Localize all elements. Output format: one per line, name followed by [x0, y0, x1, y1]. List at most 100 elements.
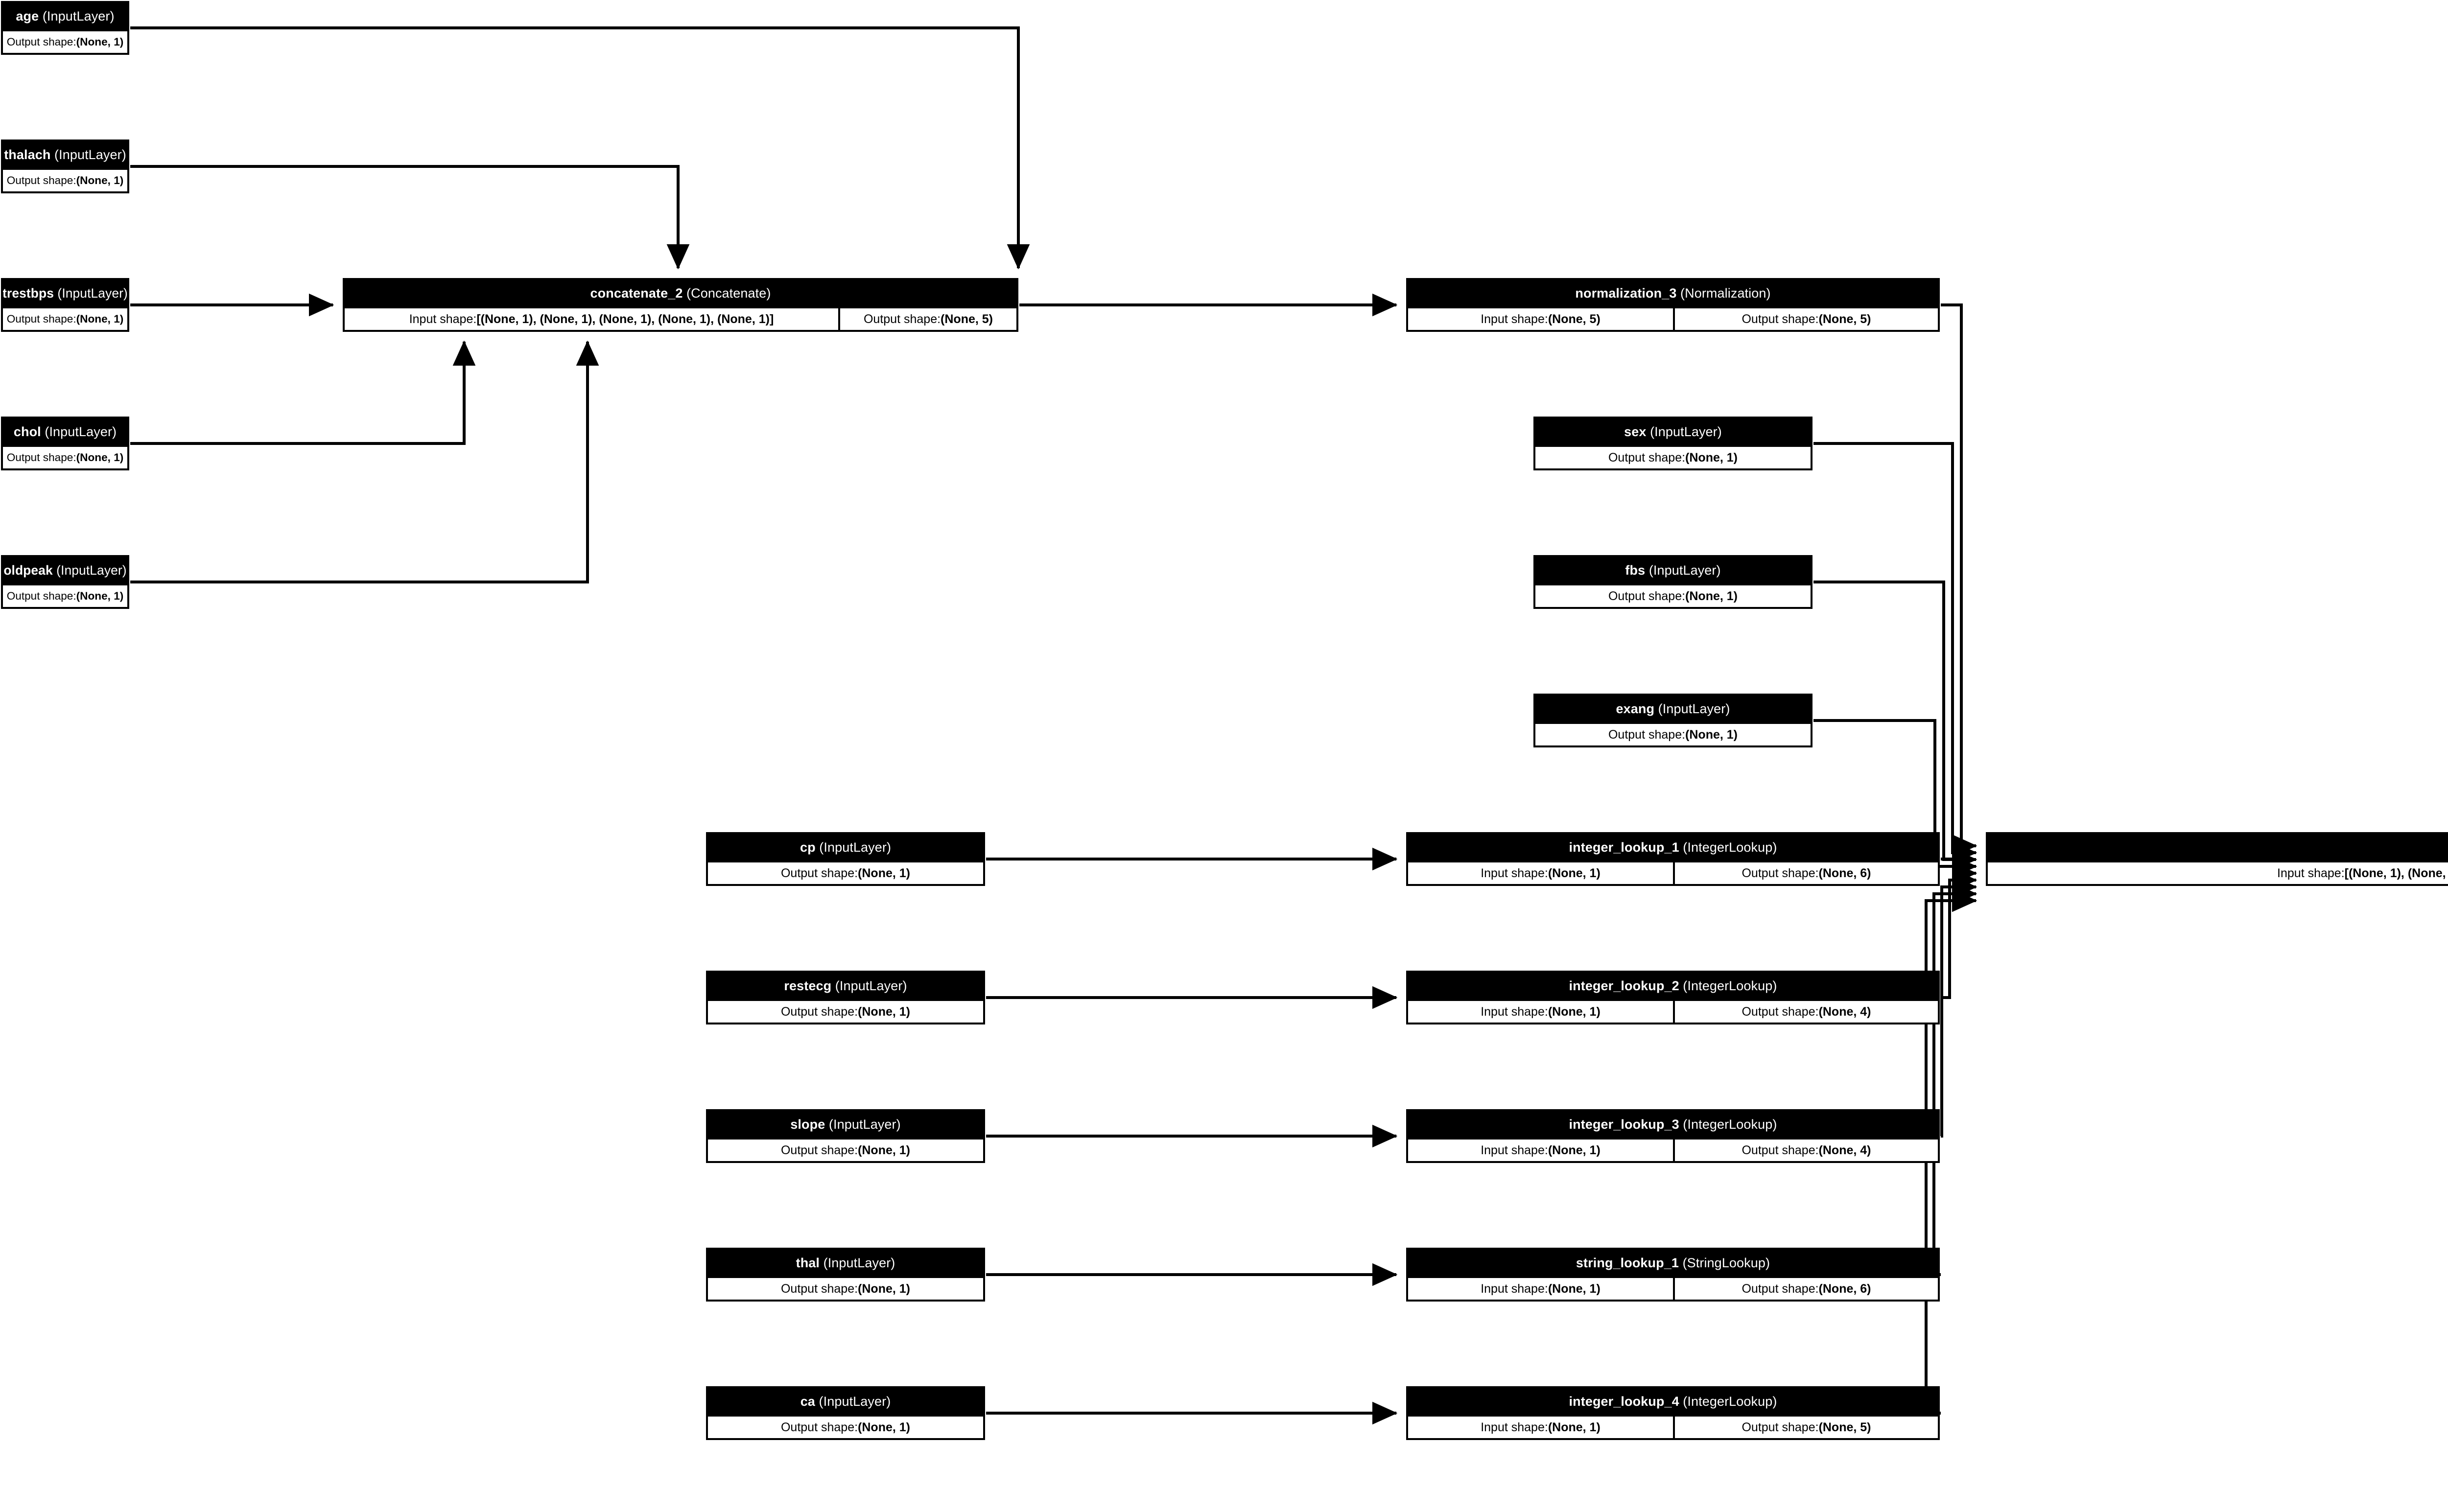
layer-node-cp[interactable]: cp (InputLayer) Output shape: (None, 1) [706, 832, 985, 886]
layer-node-slope[interactable]: slope (InputLayer) Output shape: (None, 1… [706, 1109, 985, 1163]
shape-label-prefix: Output shape: [1608, 727, 1686, 742]
layer-name-ca: ca [800, 1394, 815, 1409]
layer-node-thalach[interactable]: thalach (InputLayer)Output shape: (None,… [1, 140, 129, 193]
layer-type-thal: (InputLayer) [820, 1255, 895, 1270]
shape-label-prefix: Input shape: [1481, 312, 1548, 326]
layer-name-chol: chol [13, 424, 41, 439]
shape-value: (None, 1) [858, 866, 910, 880]
layer-title-fbs: fbs (InputLayer) [1535, 557, 1811, 583]
shape-label-prefix: Output shape: [6, 451, 76, 464]
layer-node-trestbps[interactable]: trestbps (InputLayer)Output shape: (None… [1, 278, 129, 332]
layer-input-shape-concatenate_2: Input shape: [(None, 1), (None, 1), (Non… [345, 308, 838, 330]
shape-value: (None, 1) [1548, 1004, 1601, 1019]
layer-title-integer_lookup_3: integer_lookup_3 (IntegerLookup) [1408, 1111, 1938, 1138]
layer-type-slope: (InputLayer) [825, 1117, 901, 1132]
layer-name-age: age [16, 8, 39, 23]
layer-type-sex: (InputLayer) [1646, 424, 1722, 439]
layer-name-trestbps: trestbps [3, 285, 54, 301]
layer-node-integer_lookup_4[interactable]: integer_lookup_4 (IntegerLookup)Input sh… [1406, 1386, 1940, 1440]
layer-shapes-concatenate_2: Input shape: [(None, 1), (None, 1), (Non… [345, 306, 1016, 330]
layer-type-string_lookup_1: (StringLookup) [1678, 1255, 1770, 1270]
shape-label-prefix: Output shape: [780, 1281, 858, 1296]
shape-value: (None, 1) [76, 36, 124, 48]
layer-output-shape-trestbps: Output shape: (None, 1) [3, 308, 127, 330]
layer-node-ca[interactable]: ca (InputLayer)Output shape: (None, 1) [706, 1386, 985, 1440]
layer-shapes-sex: Output shape: (None, 1) [1535, 445, 1811, 468]
layer-name-oldpeak: oldpeak [3, 562, 53, 578]
layer-type-oldpeak: (InputLayer) [52, 562, 127, 578]
layer-name-thal: thal [796, 1255, 820, 1270]
layer-node-integer_lookup_3[interactable]: integer_lookup_3 (IntegerLookup)Input sh… [1406, 1109, 1940, 1163]
shape-value: (None, 1) [1548, 866, 1601, 880]
layer-node-chol[interactable]: chol (InputLayer)Output shape: (None, 1) [1, 417, 129, 470]
edge-integer_lookup_3-to-concatenate_3 [1940, 875, 1977, 1138]
shape-value: (None, 1) [1685, 450, 1738, 465]
layer-node-thal[interactable]: thal (InputLayer) Output shape: (None, 1) [706, 1248, 985, 1302]
layer-node-restecg[interactable]: restecg (InputLayer)Output shape: (None,… [706, 971, 985, 1024]
edge-chol-to-concatenate_2 [130, 340, 476, 445]
layer-output-shape-age: Output shape: (None, 1) [3, 31, 127, 53]
shape-value: (None, 1) [76, 174, 124, 186]
layer-node-concatenate_2[interactable]: concatenate_2 (Concatenate)Input shape: … [343, 278, 1018, 332]
layer-node-fbs[interactable]: fbs (InputLayer)Output shape: (None, 1) [1533, 555, 1812, 609]
shape-value: [(None, 1), (None, 1), (None, 1), (None,… [476, 312, 774, 326]
shape-label-prefix: Output shape: [1608, 450, 1686, 465]
layer-name-fbs: fbs [1625, 562, 1646, 578]
layer-name-string_lookup_1: string_lookup_1 [1576, 1255, 1679, 1270]
layer-node-sex[interactable]: sex (InputLayer)Output shape: (None, 1) [1533, 417, 1812, 470]
layer-shapes-integer_lookup_2: Input shape: (None, 1) Output shape: (Non… [1408, 999, 1938, 1023]
layer-title-normalization_3: normalization_3 (Normalization) [1408, 280, 1938, 306]
layer-output-shape-chol: Output shape: (None, 1) [3, 447, 127, 468]
layer-node-normalization_3[interactable]: normalization_3 (Normalization) Input sha… [1406, 278, 1940, 332]
layer-type-concatenate_2: (Concatenate) [683, 285, 771, 301]
shape-label-prefix: Input shape: [2277, 866, 2345, 880]
edge-sex-to-concatenate_3 [1813, 442, 1977, 864]
layer-output-shape-ca: Output shape: (None, 1) [708, 1417, 983, 1438]
layer-input-shape-integer_lookup_3: Input shape: (None, 1) [1408, 1140, 1673, 1161]
layer-title-cp: cp (InputLayer) [708, 834, 983, 861]
layer-output-shape-integer_lookup_1: Output shape: (None, 6) [1673, 862, 1938, 884]
layer-shapes-slope: Output shape: (None, 1) [708, 1138, 983, 1161]
layer-name-integer_lookup_4: integer_lookup_4 [1569, 1394, 1679, 1409]
layer-output-shape-thal: Output shape: (None, 1) [708, 1278, 983, 1300]
shape-label-prefix: Output shape: [780, 866, 858, 880]
layer-output-shape-integer_lookup_3: Output shape: (None, 4) [1673, 1140, 1938, 1161]
shape-label-prefix: Output shape: [6, 36, 76, 48]
layer-name-cp: cp [800, 839, 816, 855]
layer-name-integer_lookup_1: integer_lookup_1 [1569, 839, 1679, 855]
layer-output-shape-restecg: Output shape: (None, 1) [708, 1001, 983, 1023]
shape-label-prefix: Input shape: [1481, 1004, 1548, 1019]
edge-integer_lookup_1-to-concatenate_3 [1941, 858, 1977, 885]
layer-shapes-chol: Output shape: (None, 1) [3, 445, 127, 468]
layer-name-slope: slope [790, 1117, 825, 1132]
layer-node-concatenate_3[interactable]: concatenate_3 (Concatenate)Input shape: … [1986, 832, 2448, 886]
layer-title-concatenate_2: concatenate_2 (Concatenate) [345, 280, 1016, 306]
layer-name-integer_lookup_2: integer_lookup_2 [1569, 978, 1679, 993]
layer-node-age[interactable]: age (InputLayer)Output shape: (None, 1) [1, 1, 129, 55]
layer-shapes-age: Output shape: (None, 1) [3, 29, 127, 53]
layer-shapes-oldpeak: Output shape: (None, 1) [3, 583, 127, 607]
layer-type-thalach: (InputLayer) [50, 147, 126, 162]
shape-value: (None, 5) [1548, 312, 1601, 326]
shape-value: (None, 1) [858, 1004, 910, 1019]
layer-name-integer_lookup_3: integer_lookup_3 [1569, 1117, 1679, 1132]
shape-value: (None, 1) [76, 313, 124, 325]
shape-label-prefix: Output shape: [6, 174, 76, 186]
layer-output-shape-integer_lookup_2: Output shape: (None, 4) [1673, 1001, 1938, 1023]
layer-type-normalization_3: (Normalization) [1676, 285, 1771, 301]
layer-node-integer_lookup_1[interactable]: integer_lookup_1 (IntegerLookup)Input sh… [1406, 832, 1940, 886]
shape-value: (None, 1) [1685, 589, 1738, 603]
shape-value: (None, 5) [941, 312, 993, 326]
layer-node-oldpeak[interactable]: oldpeak (InputLayer) Output shape: (None,… [1, 555, 129, 609]
layer-shapes-integer_lookup_4: Input shape: (None, 1)Output shape: (Non… [1408, 1415, 1938, 1438]
layer-node-string_lookup_1[interactable]: string_lookup_1 (StringLookup)Input shap… [1406, 1248, 1940, 1302]
layer-shapes-ca: Output shape: (None, 1) [708, 1415, 983, 1438]
layer-title-exang: exang (InputLayer) [1535, 696, 1811, 722]
layer-node-integer_lookup_2[interactable]: integer_lookup_2 (IntegerLookup)Input sh… [1406, 971, 1940, 1024]
layer-node-exang[interactable]: exang (InputLayer)Output shape: (None, 1… [1533, 694, 1812, 747]
layer-name-normalization_3: normalization_3 [1575, 285, 1677, 301]
shape-value: (None, 1) [858, 1143, 910, 1157]
shape-label-prefix: Output shape: [1742, 1281, 1819, 1296]
